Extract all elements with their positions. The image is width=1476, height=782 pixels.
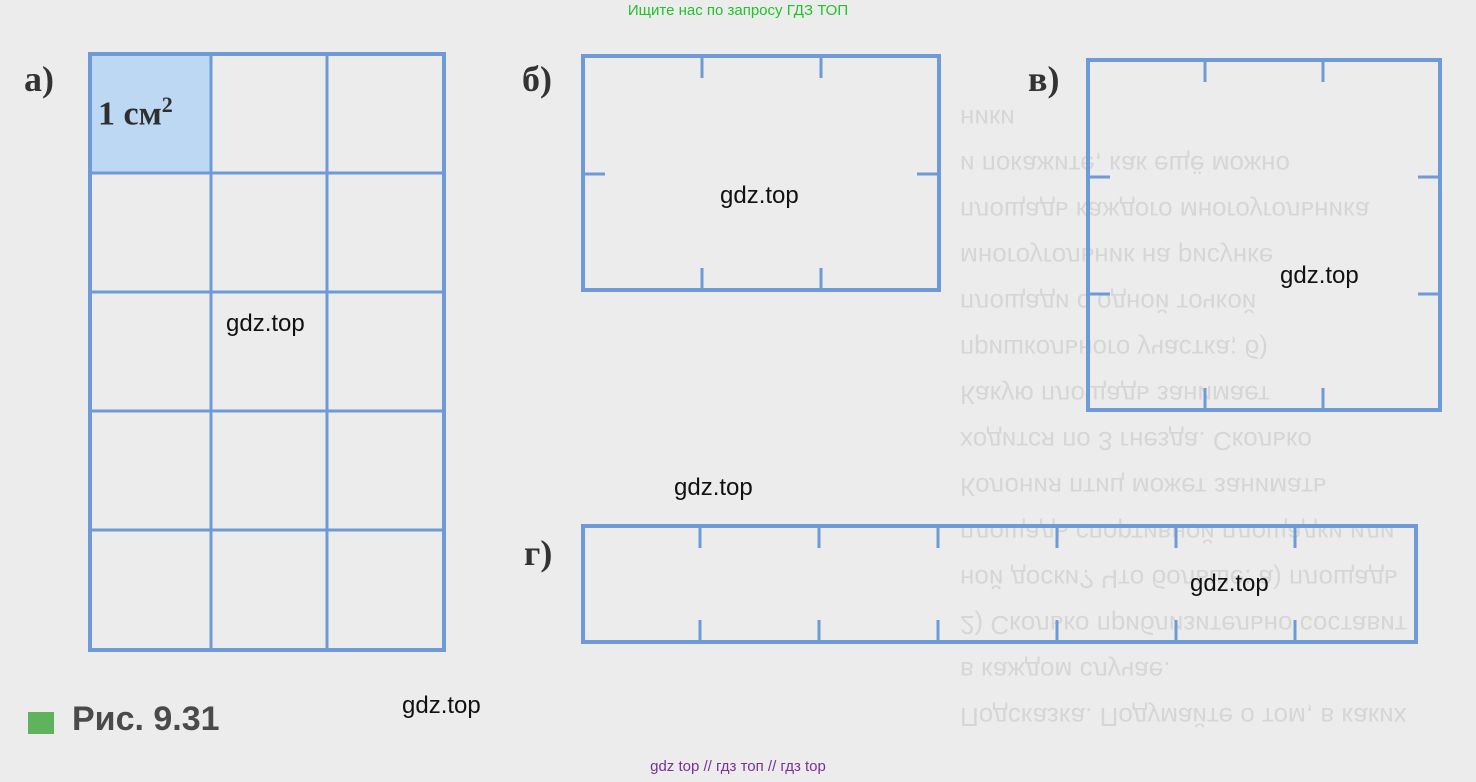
watermark: gdz.top <box>1280 262 1359 289</box>
figure-g-outline <box>581 524 1418 644</box>
unit-cell-label: 1 см2 <box>98 92 173 133</box>
figure-b-outline <box>581 54 941 292</box>
unit-cell-exponent: 2 <box>161 92 173 117</box>
watermark: gdz.top <box>1190 570 1269 597</box>
top-banner[interactable]: Ищите нас по запросу ГДЗ ТОП <box>627 2 849 19</box>
figure-v-square <box>1086 58 1442 412</box>
label-b: б) <box>522 59 552 99</box>
unit-cell-fill <box>91 55 212 173</box>
label-v: в) <box>1028 59 1060 99</box>
figure-a-outline <box>88 52 446 652</box>
figure-caption: Рис. 9.31 <box>72 700 220 738</box>
watermark: gdz.top <box>720 182 799 209</box>
watermark: gdz.top <box>402 692 481 719</box>
watermark: gdz.top <box>674 474 753 501</box>
figure-v-outline <box>1086 58 1442 412</box>
unit-cell-text: 1 см <box>98 95 162 133</box>
figure-b-rectangle <box>581 54 941 292</box>
figure-a-grid <box>88 52 446 652</box>
watermark: gdz.top <box>226 310 305 337</box>
label-g: г) <box>524 533 553 573</box>
label-a: а) <box>24 59 54 99</box>
bottom-banner[interactable]: gdz top // гдз топ // гдз top <box>650 758 826 775</box>
figure-g-strip <box>581 524 1418 644</box>
caption-square-icon <box>28 712 54 734</box>
